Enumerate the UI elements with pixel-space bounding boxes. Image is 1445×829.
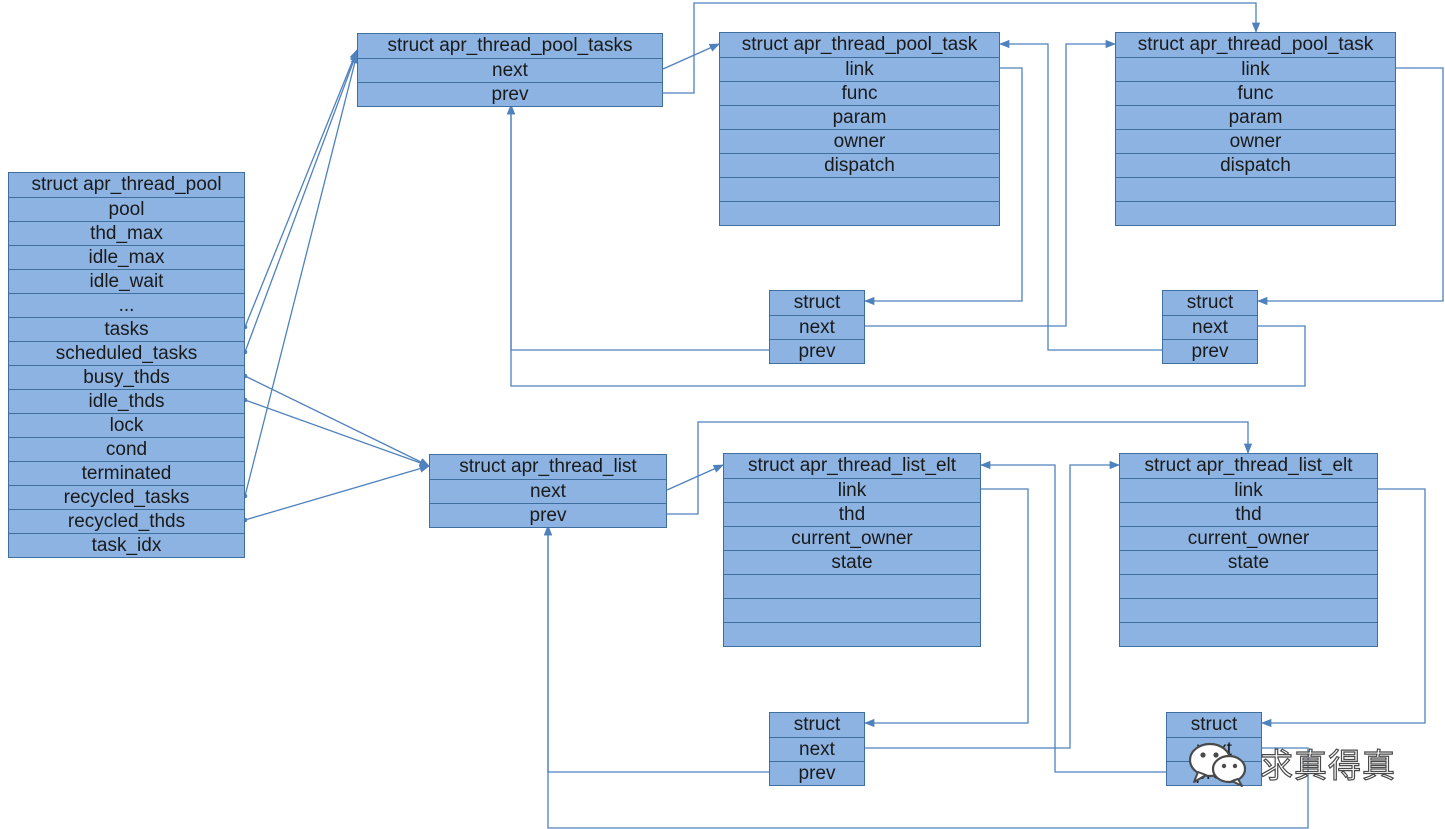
struct-header: struct: [793, 714, 841, 735]
field-state: state: [724, 550, 980, 574]
field-dispatch: dispatch: [1116, 153, 1395, 177]
field-link: link: [724, 478, 980, 502]
field-cond: cond: [9, 437, 244, 461]
field-lock: lock: [9, 413, 244, 437]
field-prev: prev: [770, 339, 864, 363]
recycled-tasks-pointer-arrow: [244, 52, 359, 497]
field-next: next: [430, 479, 666, 503]
busy-thds-pointer-arrow: [244, 375, 430, 467]
field-recycled-thds: recycled_thds: [9, 509, 244, 533]
field-idle-max: idle_max: [9, 245, 244, 269]
elt2-prev-arrow: [979, 460, 1166, 773]
field-idle-thds: idle_thds: [9, 389, 244, 413]
field-empty: [1120, 574, 1377, 598]
field-prev: prev: [430, 503, 666, 527]
field-empty: [720, 177, 999, 201]
tasks-prev-arrow: [663, 2, 1261, 94]
elt1-next-arrow: [865, 460, 1121, 749]
field-owner: owner: [720, 129, 999, 153]
task1-next-arrow: [865, 39, 1117, 327]
field--: ...: [9, 293, 244, 317]
field-link: link: [1120, 478, 1377, 502]
watermark: 求真得真: [1184, 736, 1399, 790]
idle-thds-pointer-arrow: [244, 399, 430, 467]
field-empty: [724, 598, 980, 622]
field-terminated: terminated: [9, 461, 244, 485]
field-next: next: [358, 58, 662, 82]
field-empty: [1120, 622, 1377, 646]
struct-header: struct apr_thread_pool: [31, 174, 222, 195]
field-empty: [724, 622, 980, 646]
task2-link-arrow: [1256, 67, 1444, 306]
wechat-icon: [1188, 742, 1247, 787]
recycled-thds-pointer-arrow: [244, 464, 430, 521]
struct-header: struct apr_thread_pool_task: [741, 34, 978, 55]
field-next: next: [770, 737, 864, 761]
struct-header: struct apr_thread_pool_tasks: [387, 35, 633, 56]
task2-next-arrow: [506, 103, 1306, 387]
field-next: next: [770, 315, 864, 339]
field-idle-wait: idle_wait: [9, 269, 244, 293]
field-func: func: [1116, 81, 1395, 105]
tasks-pointer-arrow: [244, 49, 358, 328]
field-prev: prev: [358, 82, 662, 106]
field-empty: [724, 574, 980, 598]
field-current-owner: current_owner: [724, 526, 980, 550]
field-param: param: [1116, 105, 1395, 129]
struct-header: struct apr_thread_list_elt: [1144, 455, 1353, 476]
field-dispatch: dispatch: [720, 153, 999, 177]
list-prev-arrow: [667, 421, 1253, 515]
field-link: link: [1116, 57, 1395, 81]
elt1-link-arrow: [863, 488, 1029, 728]
list-next-arrow: [666, 464, 724, 491]
field-param: param: [720, 105, 999, 129]
field-thd: thd: [724, 502, 980, 526]
struct-header: struct: [793, 292, 841, 313]
struct-header: struct apr_thread_list: [459, 456, 637, 477]
field-prev: prev: [770, 761, 864, 785]
field-pool: pool: [9, 197, 244, 221]
watermark-text: 求真得真: [1259, 745, 1396, 785]
field-prev: prev: [1163, 339, 1257, 363]
task1-link-arrow: [863, 67, 1023, 306]
field-thd-max: thd_max: [9, 221, 244, 245]
field-empty: [1120, 598, 1377, 622]
field-empty: [720, 201, 999, 225]
field-empty: [1116, 201, 1395, 225]
elt2-link-arrow: [1260, 488, 1426, 728]
struct-header: struct: [1186, 292, 1234, 313]
field-recycled-tasks: recycled_tasks: [9, 485, 244, 509]
field-func: func: [720, 81, 999, 105]
field-state: state: [1120, 550, 1377, 574]
elt2-next-arrow: [543, 524, 1309, 829]
field-thd: thd: [1120, 502, 1377, 526]
field-scheduled-tasks: scheduled_tasks: [9, 341, 244, 365]
struct-header: struct apr_thread_pool_task: [1137, 34, 1374, 55]
field-owner: owner: [1116, 129, 1395, 153]
field-next: next: [1163, 315, 1257, 339]
struct-header: struct apr_thread_list_elt: [747, 455, 957, 476]
field-busy-thds: busy_thds: [9, 365, 244, 389]
struct-header: struct: [1190, 714, 1238, 735]
tasks-next-arrow: [662, 43, 720, 70]
field-empty: [1116, 177, 1395, 201]
field-link: link: [720, 57, 999, 81]
task2-prev-arrow: [998, 39, 1162, 351]
scheduled-tasks-pointer-arrow: [244, 51, 358, 353]
field-current-owner: current_owner: [1120, 526, 1377, 550]
field-task-idx: task_idx: [9, 533, 244, 557]
field-tasks: tasks: [9, 317, 244, 341]
